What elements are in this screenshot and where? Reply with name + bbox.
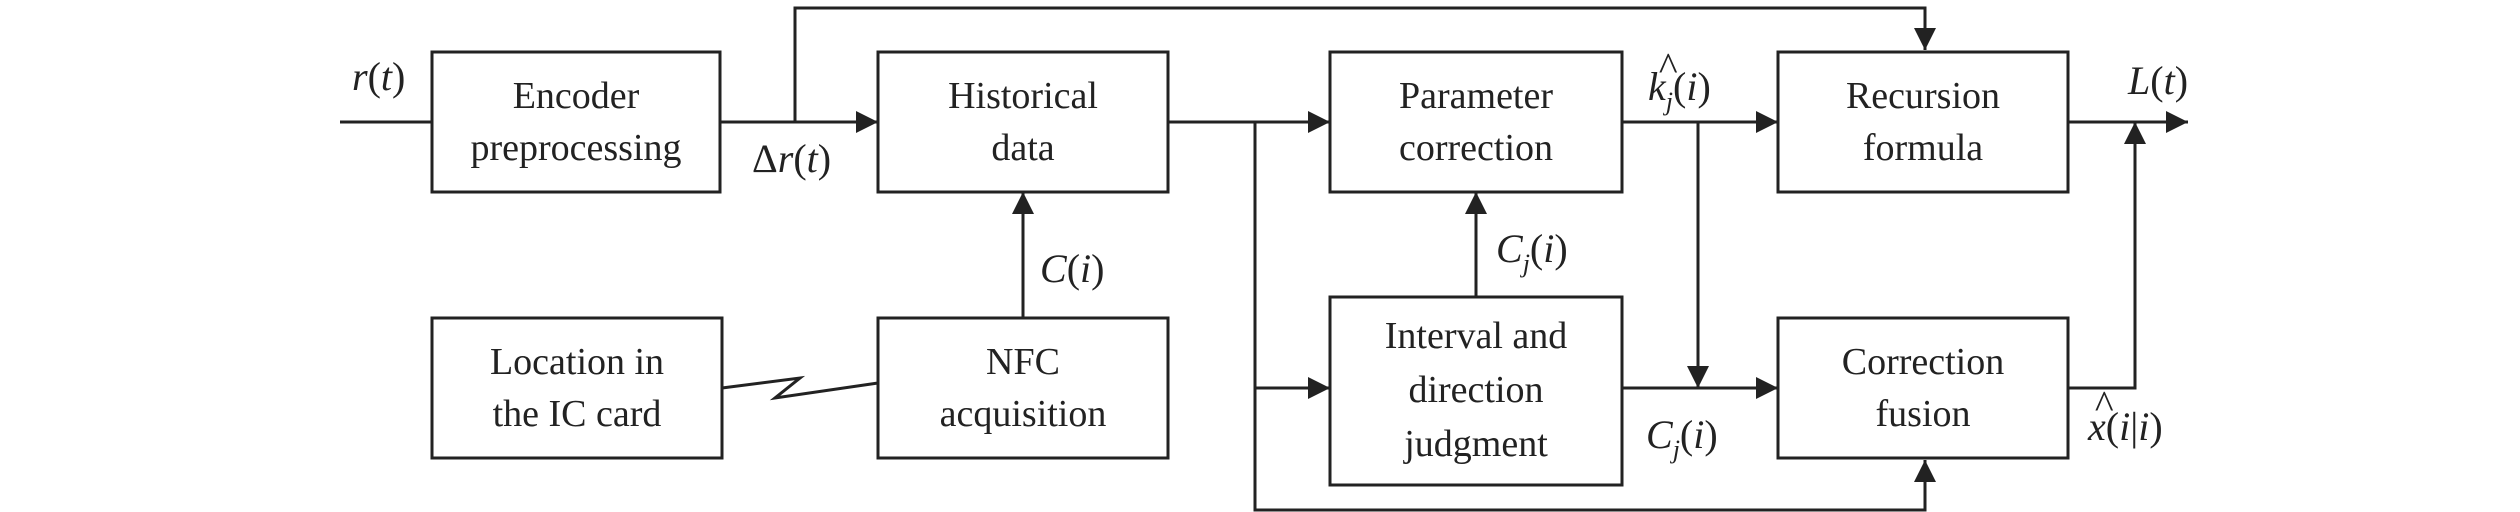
location-label-line1: Location in (490, 341, 664, 383)
encoder-label-line1: Encoder (513, 75, 640, 117)
location-label-line2: the IC card (493, 393, 662, 435)
parameter-correction-block: Parameter correction (1328, 50, 1624, 194)
historical-label-line2: data (991, 127, 1054, 169)
historical-label-line1: Historical (948, 75, 1098, 117)
fusion-label-line1: Correction (1842, 341, 2005, 383)
connections (340, 6, 2188, 512)
historical-data-block: Historical data (876, 50, 1170, 194)
nfc-acquisition-block: NFC acquisition (876, 316, 1170, 460)
interval-direction-judgment-block: Interval and direction judgment (1328, 295, 1624, 487)
fusion-to-output-arrow (2068, 122, 2146, 390)
encoder-label-line2: preprocessing (470, 127, 681, 169)
input-signal-label: r(t) (352, 54, 405, 99)
parameter-label-line1: Parameter (1399, 75, 1553, 117)
interval-label-line2: direction (1408, 369, 1543, 411)
recursion-formula-block: Recursion formula (1776, 50, 2070, 194)
cj-lower-signal-label: Cj(i) (1646, 412, 1718, 464)
wireless-link-zigzag (721, 375, 879, 401)
historical-bus-line (1253, 122, 1936, 512)
nfc-label-line2: acquisition (940, 393, 1107, 435)
encoder-preprocessing-block: Encoder preprocessing (430, 50, 722, 194)
xhat-hat-mark: ^ (2094, 382, 2114, 427)
delta-to-recursion-arrow (793, 6, 1936, 122)
fusion-label-line2: fusion (1876, 393, 1971, 435)
kj-signal-label: kj(i) (1648, 64, 1711, 116)
kj-hat-mark: ^ (1658, 44, 1678, 89)
recursion-label-line2: formula (1863, 127, 1983, 169)
location-ic-card-block: Location in the IC card (430, 316, 724, 460)
parameter-label-line2: correction (1399, 127, 1553, 169)
correction-fusion-block: Correction fusion (1776, 316, 2070, 460)
interval-label-line1: Interval and (1385, 315, 1568, 357)
nfc-label-line1: NFC (986, 341, 1060, 383)
output-signal-label: L(t) (2127, 58, 2188, 103)
interval-label-line3: judgment (1402, 423, 1548, 465)
ci-signal-label: C(i) (1040, 246, 1104, 291)
xhat-signal-label: x(i|i) (2087, 404, 2163, 449)
delta-signal-label: Δr(t) (752, 136, 831, 181)
cj-upper-signal-label: Cj(i) (1496, 226, 1568, 278)
recursion-label-line1: Recursion (1846, 75, 2000, 117)
